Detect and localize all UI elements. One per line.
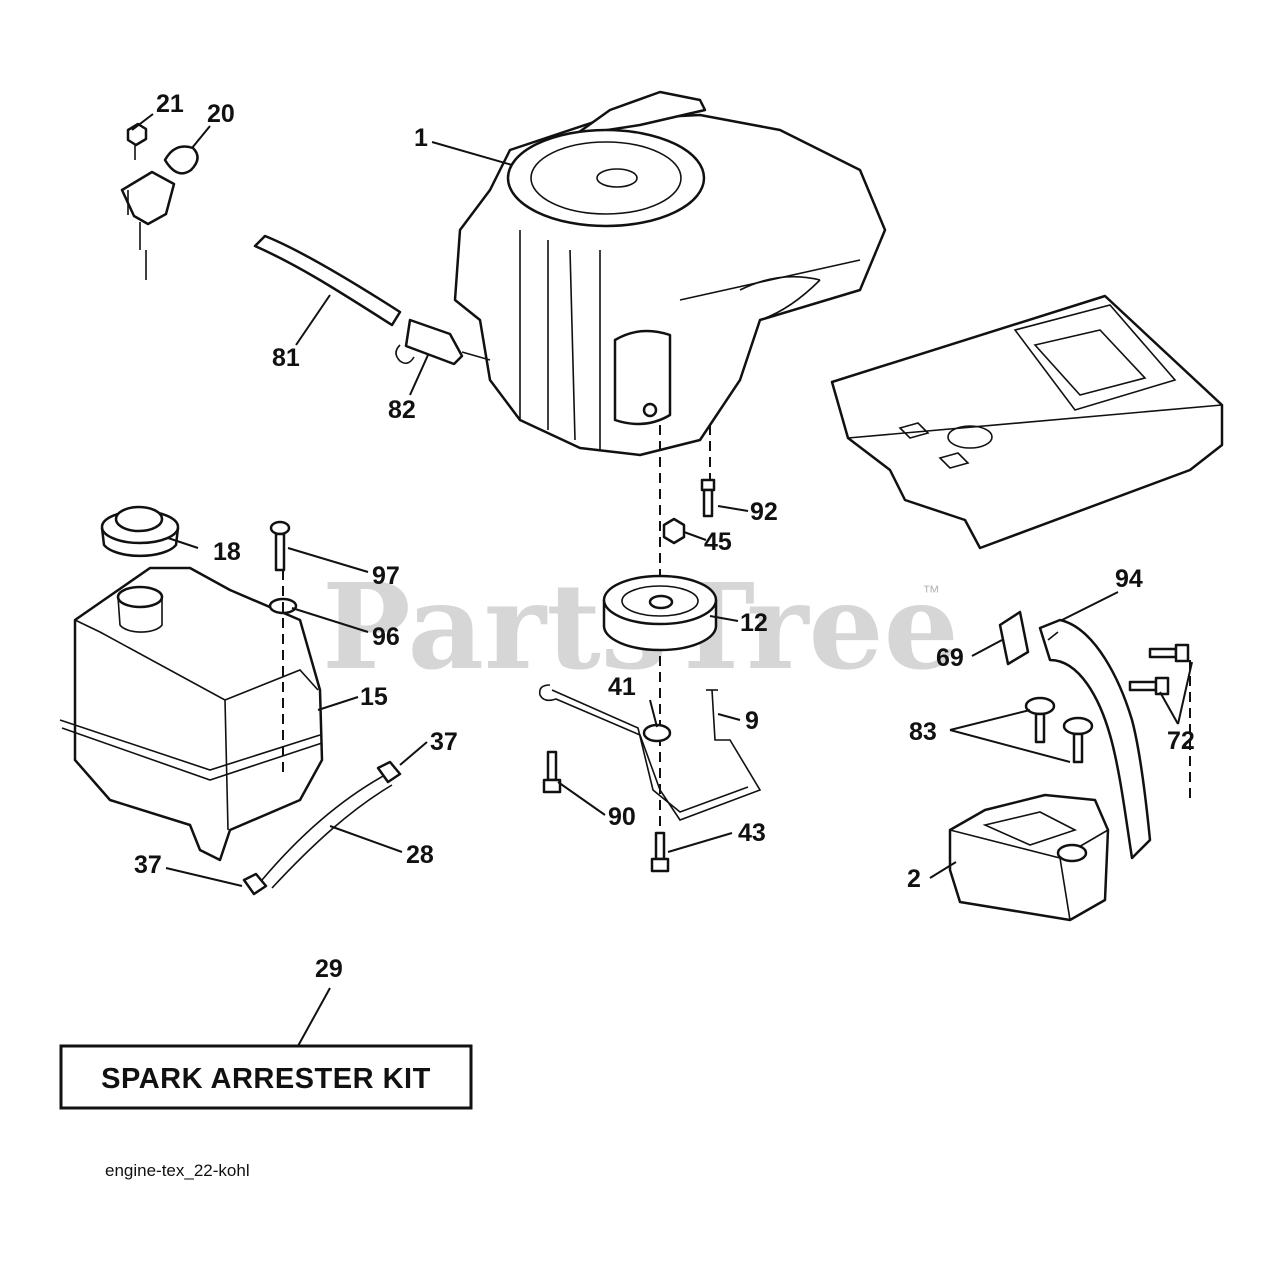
callout-12: 12 <box>740 609 768 637</box>
callouts: 1 21 20 81 82 18 97 96 15 37 28 37 92 45… <box>134 90 1195 983</box>
pulley-part[interactable] <box>602 574 718 652</box>
fuel-tank-part[interactable] <box>59 566 324 862</box>
fuel-cap-part[interactable] <box>100 505 180 558</box>
washer-41-part[interactable] <box>642 723 672 743</box>
fuel-line-part[interactable] <box>253 234 491 366</box>
callout-97: 97 <box>372 562 400 590</box>
exhaust-pipe-part[interactable] <box>998 610 1152 860</box>
bolt-90-part[interactable] <box>542 750 562 794</box>
callout-9: 9 <box>745 707 759 735</box>
watermark-tm: ™ <box>922 582 940 602</box>
callout-83: 83 <box>909 718 937 746</box>
callout-43: 43 <box>738 819 766 847</box>
muffler-part[interactable] <box>948 793 1110 922</box>
callout-21: 21 <box>156 90 184 118</box>
callout-81: 81 <box>272 344 300 372</box>
callout-29: 29 <box>315 955 343 983</box>
callout-69: 69 <box>936 644 964 672</box>
callout-37-bottom: 37 <box>134 851 162 879</box>
callout-94: 94 <box>1115 565 1143 593</box>
callout-15: 15 <box>360 683 388 711</box>
bracket-rod-part[interactable] <box>538 684 762 821</box>
fuel-hose-part[interactable] <box>242 760 402 896</box>
bolt-72b-part[interactable] <box>1128 676 1170 696</box>
callout-20: 20 <box>207 100 235 128</box>
bolt-72a-part[interactable] <box>1148 643 1190 663</box>
leader-lines <box>131 113 1193 1047</box>
callout-28: 28 <box>406 841 434 869</box>
engine-part[interactable] <box>453 90 887 457</box>
bolt-97-part[interactable] <box>269 520 291 572</box>
nut-45-part[interactable] <box>662 517 686 545</box>
callout-41: 41 <box>608 673 636 701</box>
spark-arrester-kit-box[interactable]: SPARK ARRESTER KIT <box>59 1044 473 1110</box>
throttle-bracket-part[interactable] <box>120 122 199 280</box>
callout-18: 18 <box>213 538 241 566</box>
callout-72: 72 <box>1167 727 1195 755</box>
diagram-code: engine-tex_22-kohl <box>105 1161 250 1180</box>
bolt-92-part[interactable] <box>700 478 716 518</box>
callout-45: 45 <box>704 528 732 556</box>
bolt-83a-part[interactable] <box>1024 696 1056 744</box>
frame-plate-part[interactable] <box>830 294 1224 550</box>
callout-90: 90 <box>608 803 636 831</box>
spark-arrester-kit-label: SPARK ARRESTER KIT <box>101 1063 431 1095</box>
bolt-83b-part[interactable] <box>1062 716 1094 764</box>
callout-82: 82 <box>388 396 416 424</box>
callout-92: 92 <box>750 498 778 526</box>
callout-96: 96 <box>372 623 400 651</box>
callout-37-top: 37 <box>430 728 458 756</box>
bolt-43-part[interactable] <box>650 831 670 873</box>
callout-1: 1 <box>414 124 428 152</box>
callout-2: 2 <box>907 865 921 893</box>
